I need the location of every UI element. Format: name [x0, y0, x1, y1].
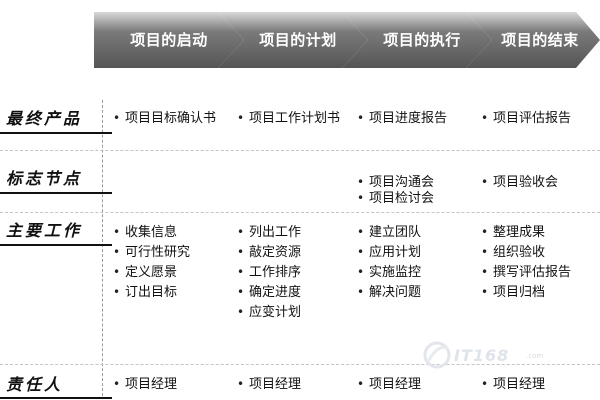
cell-final-product-plan: 项目工作计划书	[237, 108, 340, 128]
cell-owner-close: 项目经理	[481, 374, 545, 394]
list-item: 解决问题	[357, 282, 421, 302]
row-label-owner: 责任人	[6, 375, 64, 394]
list-item: 项目经理	[481, 374, 545, 394]
cell-owner-start: 项目经理	[113, 374, 177, 394]
phase-chevron-execute: 项目的执行	[342, 12, 492, 68]
watermark-logo-icon	[423, 341, 451, 369]
cell-milestone-execute: 项目沟通会 项目检讨会	[357, 174, 434, 206]
phase-chevron-close: 项目的结束	[466, 12, 600, 68]
list-item: 建立团队	[357, 222, 421, 242]
row-label-final-product: 最终产品	[6, 109, 83, 128]
phase-chevron-start: 项目的启动	[94, 12, 244, 68]
list-item: 项目检讨会	[357, 190, 434, 206]
list-item: 项目目标确认书	[113, 108, 216, 128]
list-item: 项目经理	[113, 374, 177, 394]
list-item: 项目经理	[237, 374, 301, 394]
cell-main-work-execute: 建立团队 应用计划 实施监控 解决问题	[357, 222, 421, 302]
row-underline	[0, 132, 112, 134]
list-item: 敲定资源	[237, 242, 301, 262]
cell-final-product-execute: 项目进度报告	[357, 108, 447, 128]
list-item: 工作排序	[237, 262, 301, 282]
cell-owner-execute: 项目经理	[357, 374, 421, 394]
list-item: 应变计划	[237, 302, 301, 322]
list-item: 项目经理	[357, 374, 421, 394]
row-underline	[0, 244, 112, 246]
cell-milestone-close: 项目验收会	[481, 174, 558, 190]
cell-main-work-plan: 列出工作 敲定资源 工作排序 确定进度 应变计划	[237, 222, 301, 322]
list-item: 整理成果	[481, 222, 571, 242]
watermark-suffix: .com	[526, 352, 544, 360]
cell-main-work-close: 整理成果 组织验收 撰写评估报告 项目归档	[481, 222, 571, 302]
list-item: 项目评估报告	[481, 108, 571, 128]
phase-label: 项目的结束	[501, 31, 579, 49]
phase-label: 项目的执行	[383, 31, 461, 49]
list-item: 项目进度报告	[357, 108, 447, 128]
row-label-milestone: 标志节点	[6, 169, 83, 188]
list-item: 实施监控	[357, 262, 421, 282]
list-item: 组织验收	[481, 242, 571, 262]
list-item: 订出目标	[113, 282, 190, 302]
watermark: IT168 .com	[422, 338, 572, 374]
list-item: 项目验收会	[481, 174, 558, 190]
list-item: 应用计划	[357, 242, 421, 262]
row-divider	[0, 364, 600, 365]
list-item: 列出工作	[237, 222, 301, 242]
watermark-text: IT168	[454, 346, 510, 365]
row-underline	[0, 397, 112, 399]
row-divider	[0, 212, 600, 213]
cell-final-product-start: 项目目标确认书	[113, 108, 216, 128]
phase-label: 项目的启动	[130, 31, 208, 49]
cell-final-product-close: 项目评估报告	[481, 108, 571, 128]
list-item: 可行性研究	[113, 242, 190, 262]
list-item: 定义愿景	[113, 262, 190, 282]
list-item: 项目归档	[481, 282, 571, 302]
phase-label: 项目的计划	[259, 31, 337, 49]
phase-chevron-plan: 项目的计划	[218, 12, 368, 68]
list-item: 撰写评估报告	[481, 262, 571, 282]
row-underline	[0, 192, 112, 194]
row-label-main-work: 主要工作	[6, 221, 83, 240]
cell-owner-plan: 项目经理	[237, 374, 301, 394]
list-item: 收集信息	[113, 222, 190, 242]
column-divider	[102, 100, 103, 396]
list-item: 项目工作计划书	[237, 108, 340, 128]
list-item: 项目沟通会	[357, 174, 434, 190]
cell-main-work-start: 收集信息 可行性研究 定义愿景 订出目标	[113, 222, 190, 302]
row-divider	[0, 150, 600, 151]
list-item: 确定进度	[237, 282, 301, 302]
